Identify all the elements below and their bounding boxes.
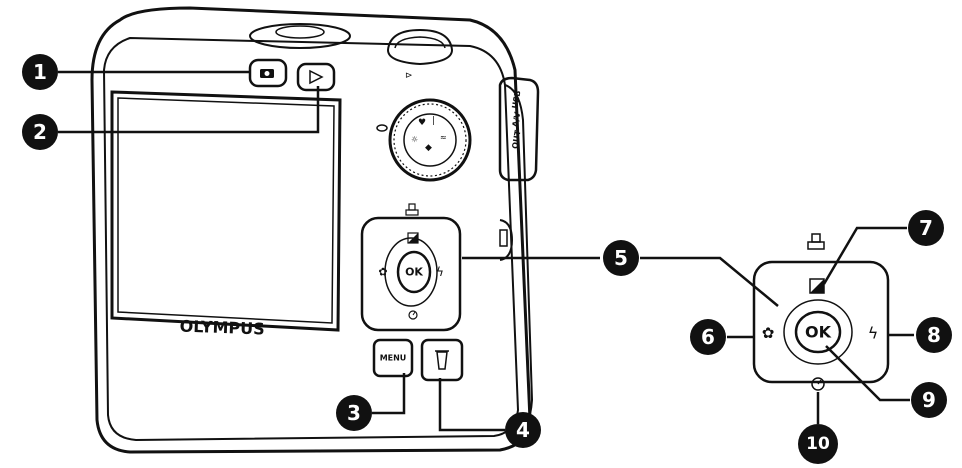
svg-text:♥: ♥ [418, 118, 426, 128]
mode-dial[interactable]: ♥ | ☼ ◆ ≈ [388, 98, 472, 182]
shooting-button[interactable] [248, 58, 288, 88]
svg-text:4: 4 [516, 418, 530, 442]
svg-text:≈: ≈ [440, 133, 447, 142]
callout-10: 10 [798, 424, 838, 464]
macro-icon: ✿ [378, 266, 387, 279]
trash-icon [435, 350, 449, 370]
arrow-pad-enlarged: OK ✿ ϟ [752, 233, 890, 391]
callout-4: 4 [505, 412, 541, 448]
callout-3: 3 [336, 395, 372, 431]
callout-1: 1 [22, 54, 58, 90]
callout-2: 2 [22, 114, 58, 150]
callout-8: 8 [916, 317, 952, 353]
menu-label: MENU [380, 354, 407, 363]
print-icon [405, 203, 419, 216]
ok-label-camera: OK [405, 266, 423, 279]
lcd-screen [110, 90, 342, 332]
svg-text:5: 5 [614, 246, 628, 270]
svg-text:9: 9 [922, 388, 936, 412]
flash-icon: ϟ [436, 265, 444, 279]
print-icon [807, 233, 825, 250]
camera-body [90, 6, 534, 454]
svg-text:7: 7 [919, 216, 933, 240]
flash-icon: ϟ [868, 324, 879, 343]
selftimer-icon [811, 377, 825, 391]
playback-button[interactable] [296, 62, 336, 92]
svg-text:2: 2 [33, 120, 47, 144]
svg-text:8: 8 [927, 323, 941, 347]
svg-text:|: | [432, 116, 435, 126]
svg-text:☼: ☼ [411, 135, 418, 144]
svg-text:10: 10 [806, 434, 830, 454]
ok-label-enlarged: OK [805, 323, 832, 342]
usb-av-out-cover[interactable]: USB A/V OUT [498, 76, 540, 182]
selftimer-icon [408, 310, 418, 320]
brand-logo: OLYMPUS [179, 317, 265, 339]
arrow-pad-camera[interactable]: OK ✿ ϟ [360, 203, 462, 332]
callout-6: 6 [690, 319, 726, 355]
out-label: OUT [510, 129, 522, 150]
leader-lines [58, 70, 914, 432]
svg-text:6: 6 [701, 325, 715, 349]
play-icon [309, 69, 324, 85]
camera-icon [260, 69, 274, 78]
svg-text:1: 1 [33, 60, 47, 84]
menu-button[interactable]: MENU [372, 338, 414, 378]
callout-9: 9 [911, 382, 947, 418]
top-controls: ⊳ [249, 23, 454, 81]
svg-text:3: 3 [347, 401, 361, 425]
svg-text:⊳: ⊳ [405, 71, 413, 81]
usb-label: USB [511, 90, 523, 110]
exposure-icon [407, 232, 419, 244]
svg-text:◆: ◆ [425, 143, 432, 153]
callout-5: 5 [603, 240, 639, 276]
callout-7: 7 [908, 210, 944, 246]
macro-icon: ✿ [762, 324, 775, 342]
exposure-icon [809, 278, 825, 294]
erase-button[interactable] [420, 338, 464, 382]
av-label: A/V [511, 110, 523, 127]
